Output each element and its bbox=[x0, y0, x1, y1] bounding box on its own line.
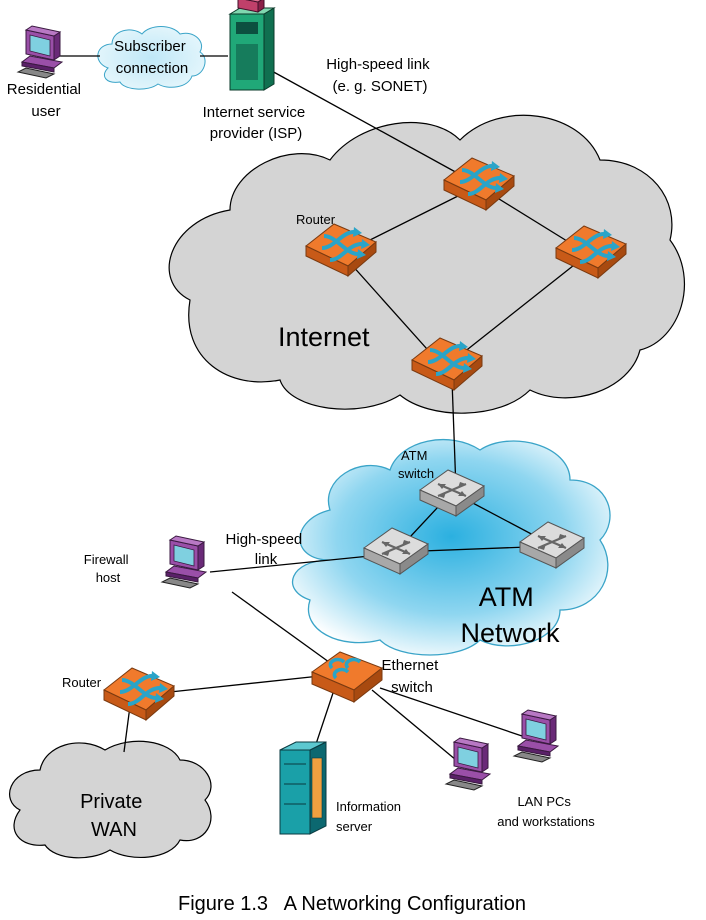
link-ethernet-server bbox=[313, 689, 335, 751]
atm-switch-label: ATM switch bbox=[398, 448, 434, 481]
subscriber-cloud bbox=[97, 26, 206, 90]
link-router-right-bottom bbox=[443, 253, 589, 369]
link-router-wan-cloud bbox=[123, 705, 131, 753]
private-wan-cloud bbox=[9, 740, 212, 859]
ethernet-switch-icon bbox=[310, 651, 384, 704]
internet-label: Internet bbox=[278, 322, 370, 352]
link-ethernet-pc1 bbox=[371, 689, 457, 761]
lan-pc-icon-1 bbox=[445, 737, 491, 791]
high-speed-link-top-label: High-speed link (e. g. SONET) bbox=[326, 56, 434, 95]
router-icon-wan bbox=[102, 666, 176, 722]
isp-label: Internet service provider (ISP) bbox=[203, 104, 310, 142]
private-wan-label: Private WAN bbox=[80, 791, 148, 841]
information-server-icon bbox=[279, 741, 327, 835]
isp-server-icon bbox=[229, 0, 275, 91]
lan-pcs-label: LAN PCs and workstations bbox=[497, 794, 595, 829]
firewall-host-label: Firewall host bbox=[84, 552, 132, 585]
figure-caption: Figure 1.3 A Networking Configuration bbox=[178, 893, 526, 915]
atm-network-label: ATM Network bbox=[460, 582, 560, 648]
router-wan-label: Router bbox=[62, 675, 102, 690]
link-router-bottom-atm bbox=[451, 379, 457, 491]
link-isp-router-top bbox=[269, 69, 471, 181]
ethernet-switch-label: Ethernet switch bbox=[382, 657, 443, 696]
link-ethernet-pc2 bbox=[379, 687, 523, 737]
residential-user-computer-icon bbox=[17, 25, 63, 79]
link-firewall-ethernet bbox=[231, 591, 341, 671]
firewall-host-computer-icon bbox=[161, 535, 207, 589]
residential-user-label: Residential user bbox=[7, 81, 85, 120]
link-firewall-atm bbox=[209, 555, 371, 573]
router-internet-label: Router bbox=[296, 212, 336, 227]
atm-cloud bbox=[292, 438, 611, 656]
high-speed-link-label: High-speed link bbox=[226, 531, 307, 568]
subscriber-connection-label: Subscriber connection bbox=[114, 38, 190, 77]
information-server-label: Information server bbox=[336, 799, 405, 834]
link-ethernet-router-wan bbox=[169, 675, 321, 693]
internet-cloud bbox=[168, 114, 685, 414]
